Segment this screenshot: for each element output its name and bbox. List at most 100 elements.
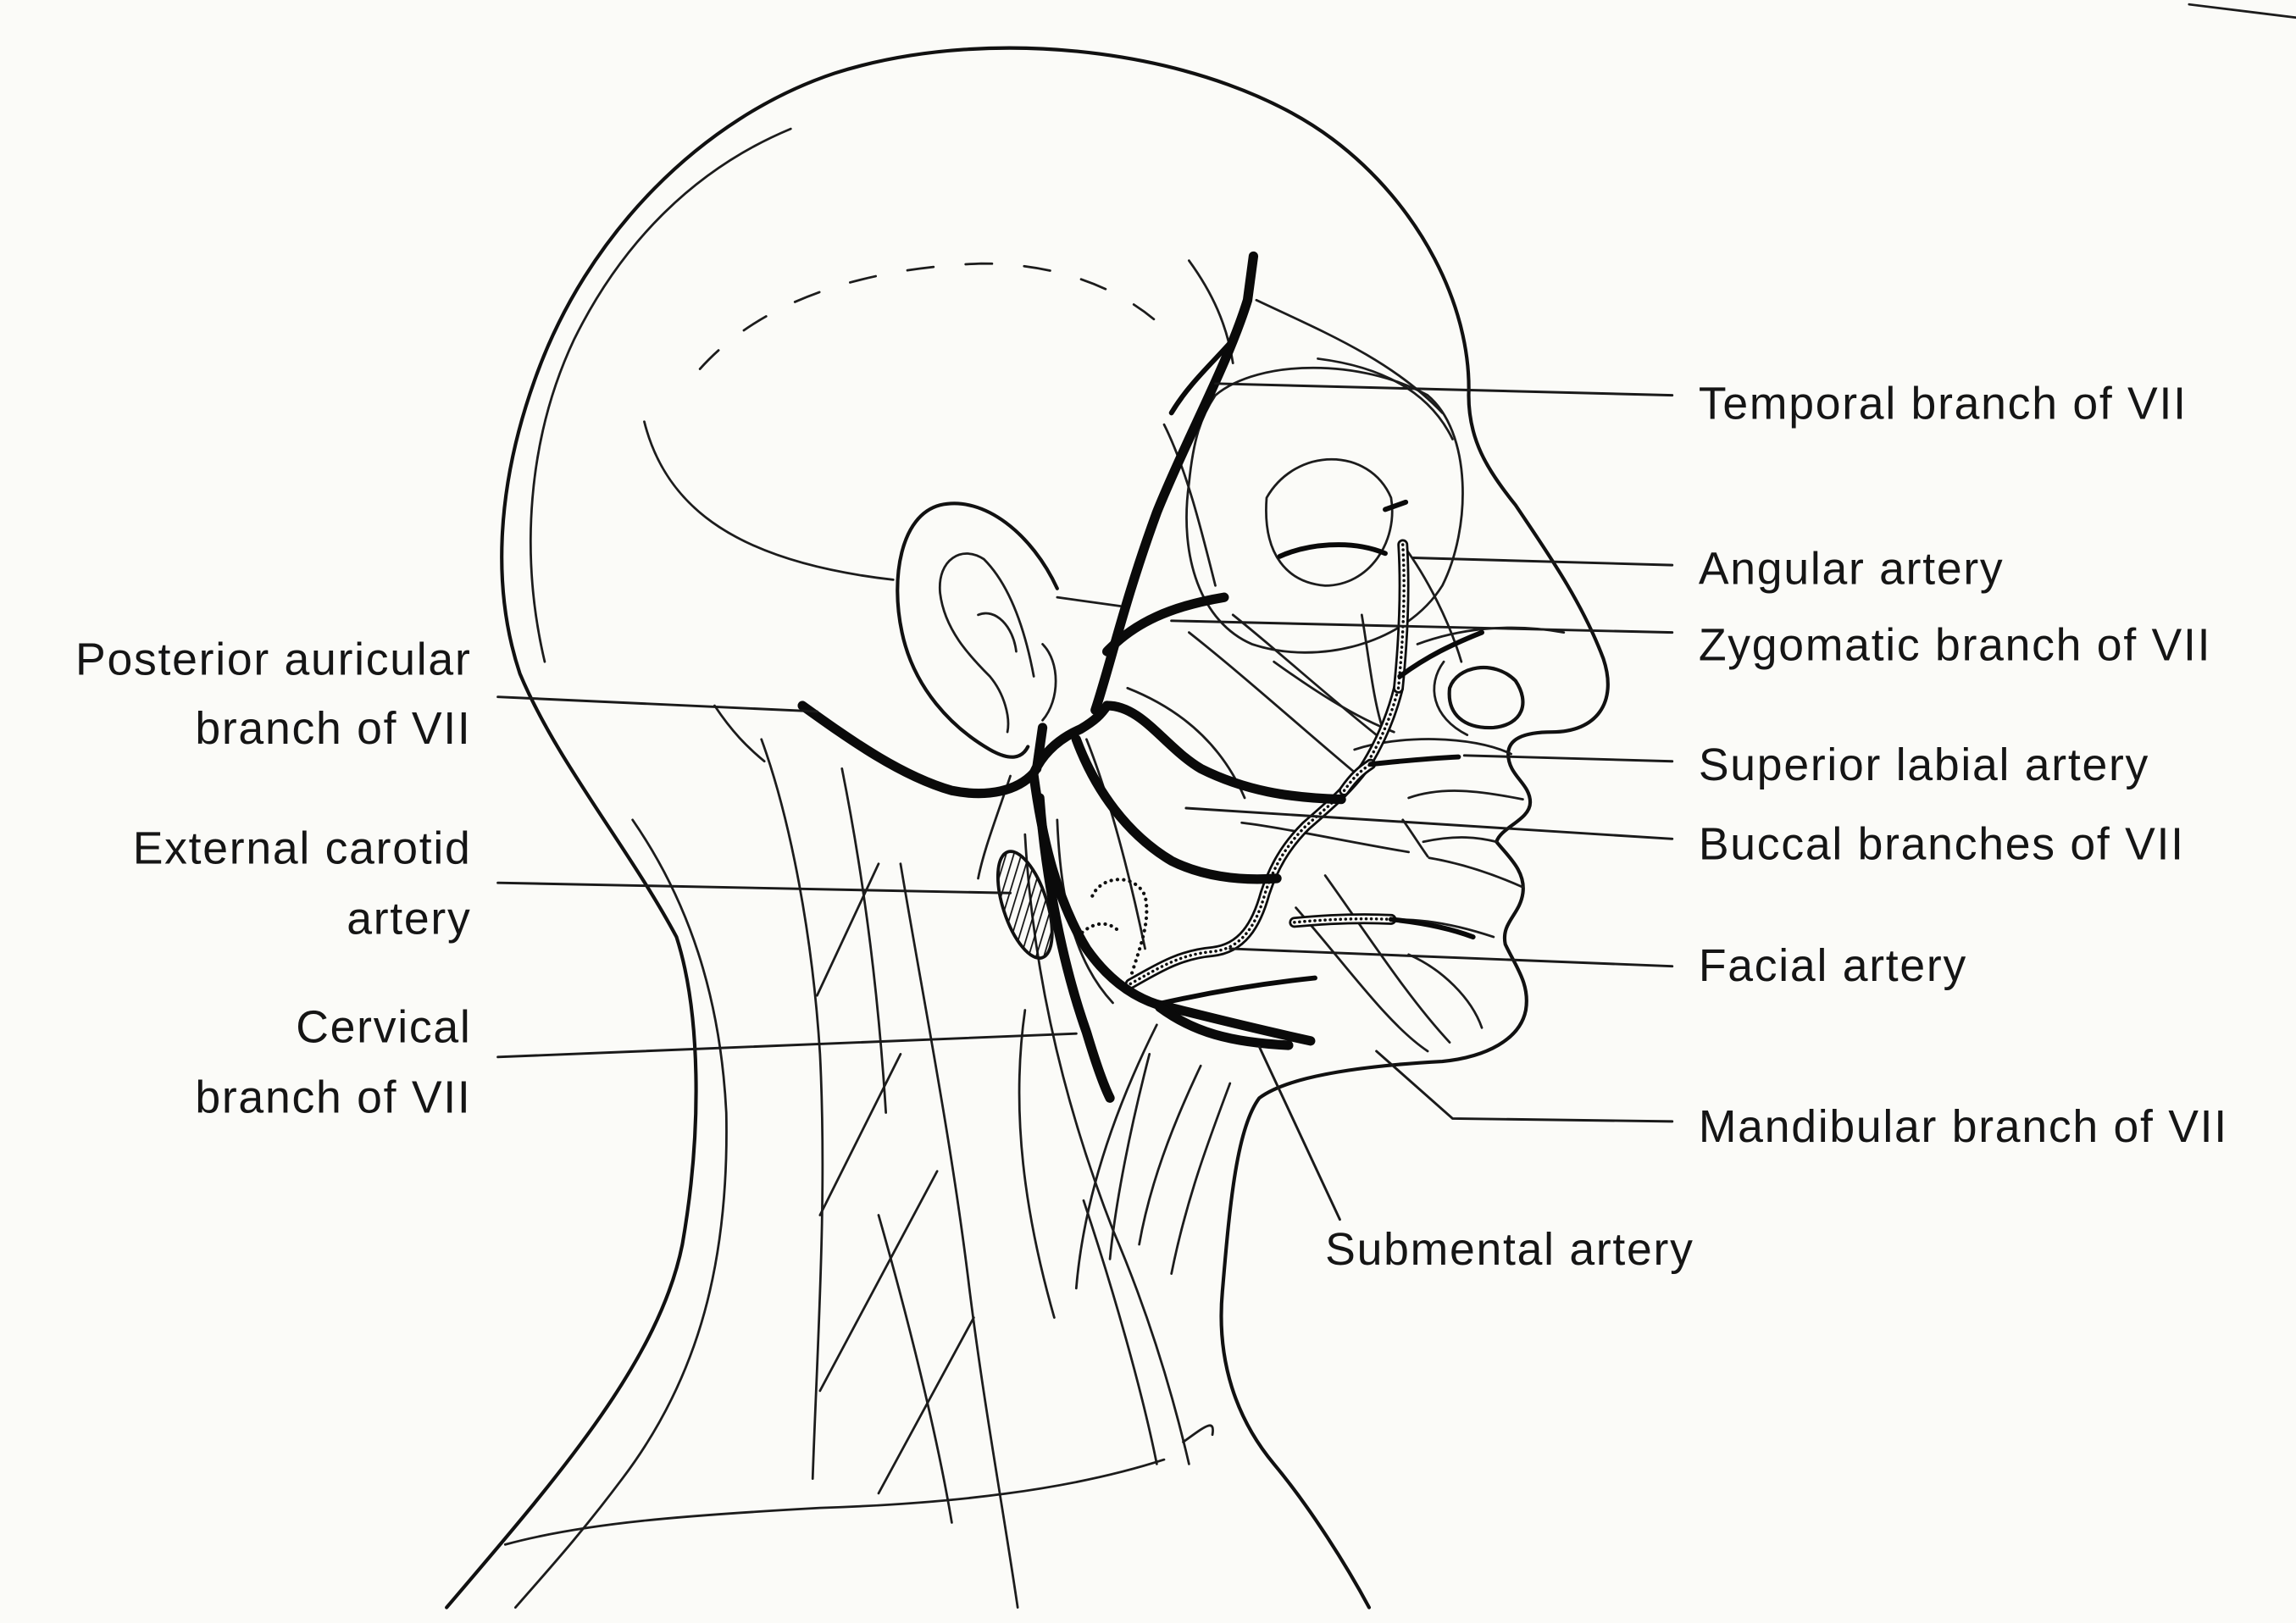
frontalis-line-2 (1255, 298, 1444, 414)
eyeball (1265, 458, 1394, 587)
zygomaticus-minor (1231, 613, 1378, 736)
ear-concha (977, 612, 1018, 653)
label-cervical-branch-line1: Cervical (296, 1003, 471, 1053)
closed-eyelid (1277, 542, 1388, 559)
leader-facial-artery (1228, 947, 1674, 968)
nasal-side-line (1401, 543, 1463, 663)
lip-corner (1401, 818, 1429, 858)
neck-structures (503, 704, 1232, 1609)
platysma-line-2 (1138, 1064, 1202, 1246)
platysma-line-4 (1074, 1023, 1158, 1290)
label-temporal-branch: Temporal branch of VII (1699, 379, 2188, 429)
label-submental-artery: Submental artery (1325, 1225, 1694, 1275)
posterior-auricular-nerve (797, 701, 1039, 799)
levator-labii-medial (1360, 613, 1385, 734)
facial-nerve-ear-stub (1032, 723, 1048, 773)
leader-cervical-branch (496, 1032, 1078, 1059)
label-posterior-auricular-line2: branch of VII (195, 704, 471, 754)
ear-helix (896, 501, 1059, 759)
facial-artery-dots (1129, 686, 1400, 986)
temple-line (1162, 423, 1217, 587)
orbicularis-oculi (1185, 366, 1464, 654)
leader-mandibular-branch (1375, 1050, 1674, 1123)
front-neck-line-1 (1018, 1009, 1056, 1319)
trapezius-line (877, 1214, 953, 1524)
submental-artery (1155, 1002, 1294, 1050)
label-facial-artery: Facial artery (1699, 941, 1967, 991)
leader-buccal-branches (1184, 806, 1674, 840)
splenius-line (760, 738, 824, 1480)
zygomatic-arch-line (1056, 595, 1122, 607)
paper-edge (2188, 3, 2296, 19)
label-angular-artery: Angular artery (1699, 545, 2005, 595)
masseter-anterior (1085, 738, 1146, 950)
zygomatic-branch-nerve (1101, 592, 1229, 656)
temporal-line (643, 420, 895, 581)
depressor-labii-line (1295, 906, 1429, 1053)
label-posterior-auricular-line1: Posterior auricular (75, 635, 471, 685)
skull-inner-line (530, 127, 792, 663)
leader-lines (496, 382, 1674, 1221)
neck-posterior-inner-line (513, 818, 728, 1609)
zygomaticus-major (1188, 631, 1361, 778)
ear-tragus (1041, 643, 1057, 722)
facial-artery-outline (1130, 688, 1398, 983)
upper-lip (1407, 789, 1524, 801)
facial-artery-loop (1090, 878, 1149, 980)
cervical-branch-nerve (1034, 793, 1115, 1103)
alar-groove (1433, 660, 1469, 736)
inferior-labial-artery (1388, 917, 1476, 940)
levator-diagonal-1 (816, 862, 880, 997)
depressor-anguli-line (1323, 874, 1451, 1044)
head-profile-outline (445, 46, 1610, 1609)
mandibular-branch-upper-nerve (1154, 975, 1317, 1007)
label-mandibular-branch: Mandibular branch of VII (1699, 1102, 2228, 1152)
temporal-branch-nerve (1090, 251, 1259, 715)
levator-diagonal-2 (818, 1052, 902, 1216)
collar-line (503, 1458, 1166, 1546)
levator-diagonal-4 (877, 1316, 975, 1495)
leader-posterior-auricular (496, 695, 818, 713)
buccal-branch-lower-nerve (1071, 734, 1282, 884)
ear-antihelix (939, 552, 1035, 734)
eye-region (1185, 366, 1464, 654)
nose (1401, 543, 1566, 736)
labels: Temporal branch of VII Angular artery Zy… (75, 379, 2228, 1275)
medial-canthus-mark (1383, 499, 1409, 512)
mentalis-line (1407, 953, 1484, 1029)
leader-submental-artery (1257, 1045, 1341, 1221)
leader-external-carotid (496, 881, 1012, 895)
mouth-line (1422, 836, 1498, 844)
levator-diagonal-3 (818, 1170, 939, 1393)
facial-artery-lumen (1130, 688, 1398, 983)
leader-temporal-branch (1214, 382, 1674, 397)
collar-curl (1182, 1424, 1214, 1443)
label-cervical-branch-line2: branch of VII (195, 1073, 471, 1123)
buccinator-line (1240, 821, 1411, 854)
label-zygomatic-branch: Zygomatic branch of VII (1699, 620, 2211, 670)
front-neck-line-2 (1082, 1199, 1158, 1465)
leader-angular-artery (1411, 557, 1674, 567)
deep-neck-line (840, 767, 888, 1114)
buccal-branch-upper-nerve (1101, 701, 1346, 805)
superior-labial-artery (1367, 754, 1461, 767)
head-outline-group (445, 46, 1610, 1609)
arteries (995, 545, 1484, 986)
facial-nerve-branches (797, 251, 1346, 1103)
ear (896, 501, 1059, 759)
leader-superior-labial-artery (1462, 754, 1674, 763)
platysma-line-3 (1170, 1082, 1232, 1276)
label-external-carotid-line2: artery (347, 895, 471, 944)
label-superior-labial-artery: Superior labial artery (1699, 740, 2149, 790)
leader-zygomatic-branch (1170, 619, 1674, 634)
external-carotid-artery (995, 850, 1054, 960)
lateral-nasal-artery (1397, 629, 1484, 679)
sternocleidomastoid-posterior (899, 862, 1019, 1609)
label-buccal-branches: Buccal branches of VII (1699, 820, 2185, 870)
mandibular-branch-nerve (1151, 1000, 1316, 1046)
lower-lip (1428, 856, 1524, 889)
temporal-branch-fork (1168, 337, 1236, 416)
platysma-line-1 (1108, 1052, 1151, 1260)
nostril (1447, 666, 1525, 730)
